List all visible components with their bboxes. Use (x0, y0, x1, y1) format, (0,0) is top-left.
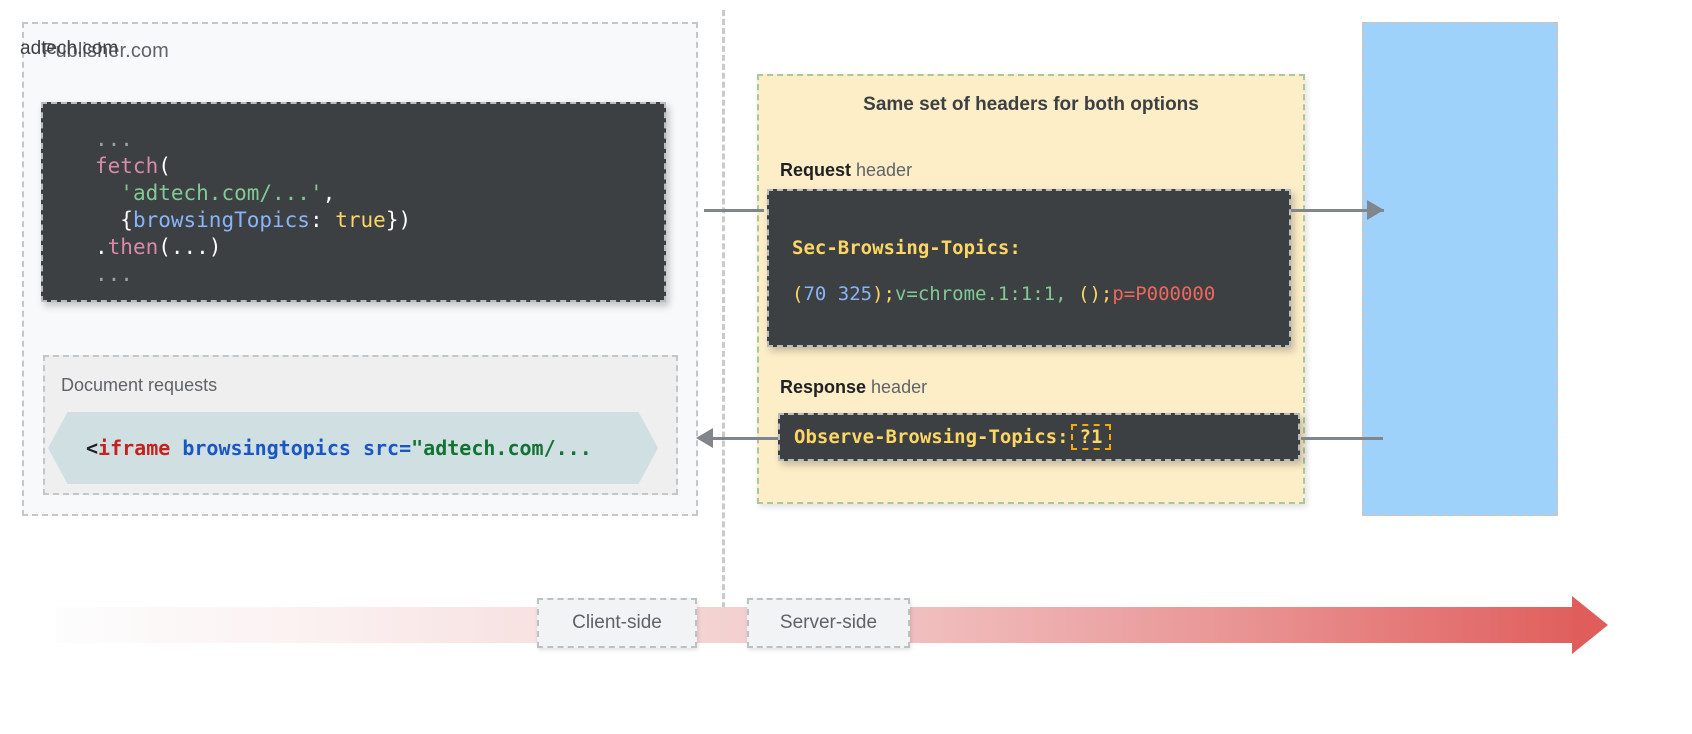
response-header-name: Observe-Browsing-Topics: (794, 426, 1069, 448)
connector-request-to-adtech (1291, 209, 1384, 212)
code-token: 70 325 (803, 283, 873, 305)
arrow-right-icon (1367, 200, 1384, 220)
publisher-label: Publisher.com (42, 40, 169, 62)
code-token: fetch (95, 154, 159, 178)
code-token (170, 436, 182, 460)
code-token: browsingTopics (132, 208, 310, 232)
code-token: ( (158, 154, 171, 178)
code-token: browsingtopics (182, 436, 351, 460)
code-token: }) (385, 208, 412, 232)
code-token: adtech.com/... (132, 181, 310, 205)
response-header-label-bold: Response (780, 377, 867, 397)
code-token: ' (309, 181, 323, 205)
connector-publisher-to-request (704, 209, 764, 212)
request-header-block: Sec-Browsing-Topics: (70 325);v=chrome.1… (767, 189, 1291, 347)
code-token: v=chrome.1:1:1, (894, 283, 1067, 305)
code-token: ... (95, 127, 133, 151)
code-token (351, 436, 363, 460)
request-header-label-rest: header (851, 160, 913, 180)
code-token: { (95, 208, 133, 232)
code-token: then (107, 235, 159, 259)
connector-adtech-to-response (1301, 437, 1383, 440)
code-token: ... (95, 262, 133, 286)
headers-panel-title: Same set of headers for both options (863, 94, 1199, 115)
code-line: {browsingTopics: true}) (43, 207, 664, 234)
code-token: < (86, 436, 99, 460)
adtech-panel (1362, 22, 1558, 516)
code-token: iframe (98, 436, 171, 460)
server-side-chip: Server-side (747, 598, 910, 648)
client-server-divider (722, 10, 725, 635)
response-header-label: Response header (780, 377, 927, 398)
code-line: ... (43, 261, 664, 288)
code-token: p=P000000 (1112, 283, 1216, 305)
response-header-label-rest: header (866, 377, 928, 397)
code-token: src= (362, 436, 412, 460)
code-line: fetch( (43, 153, 664, 180)
code-token: : (309, 208, 336, 232)
code-line: ... (43, 126, 664, 153)
code-token: ' (95, 181, 133, 205)
code-token: , (322, 181, 336, 205)
code-token (1067, 283, 1078, 305)
timeline-arrowhead-icon (1572, 596, 1608, 654)
request-header-name: Sec-Browsing-Topics: (792, 237, 1021, 259)
arrow-left-icon (696, 428, 713, 448)
code-token: "adtech.com/... (411, 436, 592, 460)
adtech-label: adtech.com (20, 38, 119, 59)
document-requests-label: Document requests (61, 375, 218, 395)
code-token: . (95, 235, 108, 259)
code-line: .then(...) (43, 234, 664, 261)
code-token: (...) (158, 235, 222, 259)
fetch-code-block: ...fetch( 'adtech.com/...', {browsingTop… (41, 102, 666, 302)
response-header-block: Observe-Browsing-Topics: ?1 (778, 413, 1300, 461)
client-side-chip: Client-side (537, 598, 697, 648)
code-token: true (335, 208, 386, 232)
request-header-label: Request header (780, 160, 912, 181)
code-token: ); (872, 283, 895, 305)
connector-response-to-publisher (712, 437, 778, 440)
code-token: ( (792, 283, 804, 305)
response-header-value-highlight: ?1 (1070, 424, 1112, 450)
code-line: 'adtech.com/...', (43, 180, 664, 207)
iframe-snippet-text: <iframe browsingtopics src="adtech.com/.… (48, 412, 658, 484)
code-token: (); (1078, 283, 1113, 305)
iframe-snippet-shape: <iframe browsingtopics src="adtech.com/.… (48, 412, 658, 484)
request-header-value: (70 325);v=chrome.1:1:1, ();p=P000000 (792, 283, 1215, 305)
request-header-label-bold: Request (780, 160, 852, 180)
